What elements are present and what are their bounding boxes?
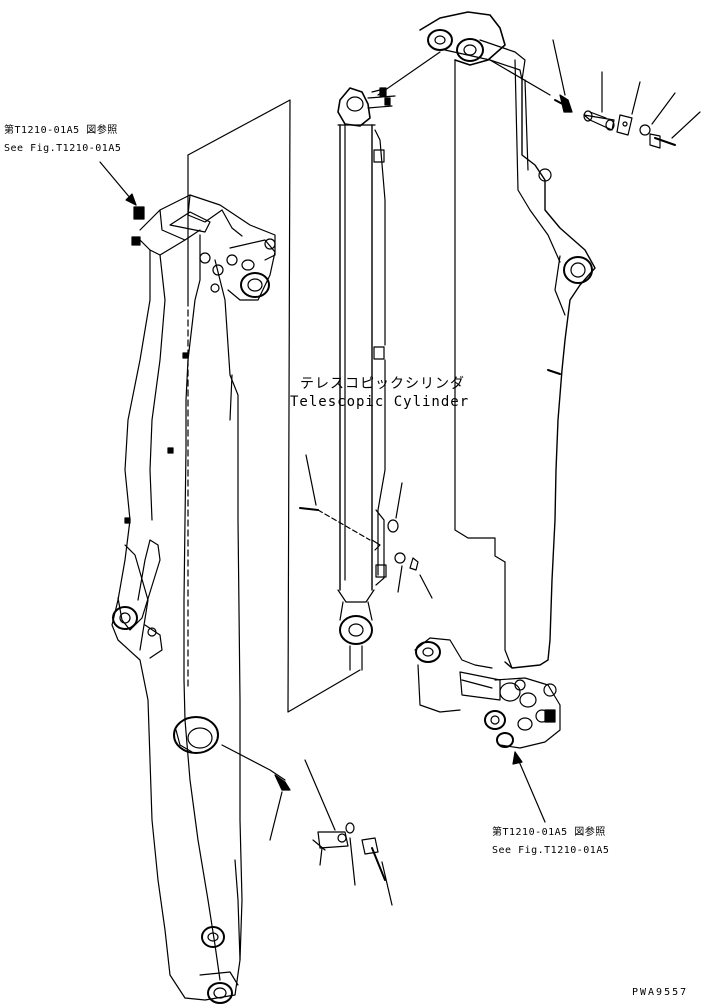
top-right-pin-hardware [445,40,700,148]
outer-boom [112,195,275,1003]
reference-note-top-left-en: See Fig.T1210-01A5 [4,143,122,154]
reference-note-bottom-right-jp: 第T1210-01A5 図参照 [492,827,606,838]
cylinder-label-en: Telescopic Cylinder [290,394,470,410]
cylinder-label-jp: テレスコピックシリンダ [300,376,465,392]
inner-boom-plane-outline [188,100,360,712]
reference-note-bottom-right-en: See Fig.T1210-01A5 [492,845,610,856]
reference-arrow-bottom-right [513,752,545,822]
bottom-pin-hardware [222,745,392,905]
cylinder-hardware-leaders [306,455,432,598]
inner-boom [378,12,595,748]
reference-note-top-left-jp: 第T1210-01A5 図参照 [4,125,118,136]
drawing-code: PWA9557 [632,987,689,998]
telescopic-cylinder [300,88,418,670]
reference-arrow-top-left [100,162,136,205]
